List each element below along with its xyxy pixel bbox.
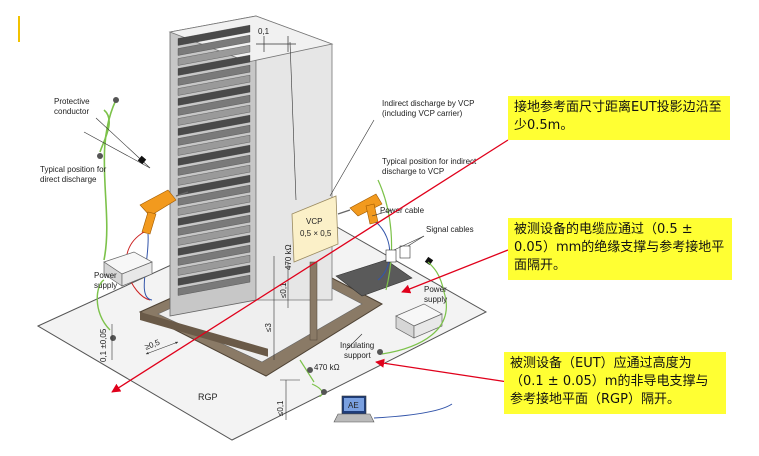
vcp-pole — [309, 261, 318, 341]
annotation-arrows — [111, 139, 509, 393]
rack-unit — [177, 84, 251, 106]
cable-tray — [335, 259, 413, 297]
rack-unit — [177, 124, 251, 146]
annotation-note-cable-support: 被测设备的电缆应通过（0.5 ± 0.05）mm的绝缘支撑与参考接地平面隔开。 — [508, 218, 732, 280]
indirect-position-label-2: discharge to VCP — [382, 167, 444, 176]
power-supply-right-label-2: supply — [424, 295, 447, 304]
rack-unit — [177, 34, 251, 56]
arrow-note2 — [401, 249, 509, 294]
dim-bottom-label: ≤0,1 — [276, 400, 285, 416]
rack-unit — [177, 234, 251, 256]
rack-unit — [177, 44, 251, 66]
rack-unit — [177, 144, 251, 166]
indirect-vcp-label-1: Indirect discharge by VCP — [382, 99, 475, 108]
rack-unit — [177, 274, 251, 296]
power-supply-left-label-1: Power — [94, 271, 117, 280]
rack-unit — [177, 74, 251, 96]
rack-unit — [177, 174, 251, 196]
power-supply-left-label-2: supply — [94, 281, 117, 290]
support-front-edge — [140, 312, 268, 357]
accent-bar — [18, 16, 20, 42]
vcp-label: VCP — [306, 217, 322, 226]
rack-unit — [177, 54, 251, 76]
bottom-resistor: 470 kΩ — [299, 359, 340, 397]
dim-vcp-gap: ≤0,1 — [279, 282, 288, 298]
rack-units — [177, 24, 251, 296]
rack-unit — [177, 94, 251, 116]
protective-conductor-label-2: conductor — [54, 107, 89, 116]
ae-label: AE — [348, 401, 359, 410]
dim-height: ≤3 — [264, 323, 273, 332]
signal-cable-connectors — [371, 209, 434, 266]
eut-cabinet — [168, 15, 334, 317]
vcp-resistor-label: 470 kΩ — [284, 244, 293, 270]
annotation-note-eut-support: 被测设备（EUT）应通过高度为（0.1 ± 0.05）m的非导电支撑与参考接地平… — [504, 352, 726, 414]
protective-conductor-label-1: Protective — [54, 97, 90, 106]
arrow-note3 — [375, 358, 509, 383]
diagram-labels: Protective conductor Typical position fo… — [40, 97, 477, 402]
direct-discharge-label-2: direct discharge — [40, 175, 97, 184]
dim-left-label: 0,1 ±0,05 — [99, 328, 108, 362]
vcp-plate — [291, 195, 339, 263]
rack-unit — [177, 244, 251, 266]
rack-unit — [177, 24, 251, 46]
indirect-vcp-label-2: (including VCP carrier) — [382, 109, 463, 118]
power-cable-label: Power cable — [380, 206, 425, 215]
dim-top: 0,1 — [256, 27, 297, 201]
insulating-support-label-1: Insulating — [340, 341, 374, 350]
insulating-support-label-2: support — [344, 351, 371, 360]
rack-unit — [177, 104, 251, 126]
rack-unit — [177, 154, 251, 176]
annotation-note-rgp-distance: 接地参考面尺寸距离EUT投影边沿至少0.5m。 — [508, 96, 730, 140]
rack-unit — [177, 264, 251, 286]
vcp-assembly: VCP 0,5 × 0,5 470 kΩ ≤0,1 ≤3 — [264, 195, 339, 360]
rack-unit — [177, 134, 251, 156]
dim-top-label: 0,1 — [258, 27, 270, 36]
protective-conductor-left — [83, 97, 151, 261]
vcp-size-label: 0,5 × 0,5 — [300, 229, 332, 238]
rack-unit — [177, 224, 251, 246]
ae-laptop: AE — [333, 395, 453, 423]
label-leaders — [329, 119, 375, 351]
rack-unit — [177, 214, 251, 236]
dim-bottom: ≤0,1 — [276, 379, 300, 420]
rack-unit — [177, 184, 251, 206]
rack-unit — [177, 194, 251, 216]
indirect-position-label-1: Typical position for indirect — [382, 157, 477, 166]
rack-unit — [177, 204, 251, 226]
direct-discharge-label-1: Typical position for — [40, 165, 107, 174]
esd-gun-indirect — [337, 179, 393, 291]
rack-unit — [177, 164, 251, 186]
rack-unit — [177, 254, 251, 276]
power-supply-right-label-1: Power — [424, 285, 447, 294]
signal-cables-label: Signal cables — [426, 225, 474, 234]
power-supply-left — [96, 251, 153, 341]
rack-unit — [177, 64, 251, 86]
rack-unit — [177, 114, 251, 136]
arrow-note1 — [111, 139, 509, 393]
power-supply-right — [377, 261, 447, 355]
rgp-label: RGP — [198, 392, 218, 402]
bottom-resistor-label: 470 kΩ — [314, 363, 340, 372]
